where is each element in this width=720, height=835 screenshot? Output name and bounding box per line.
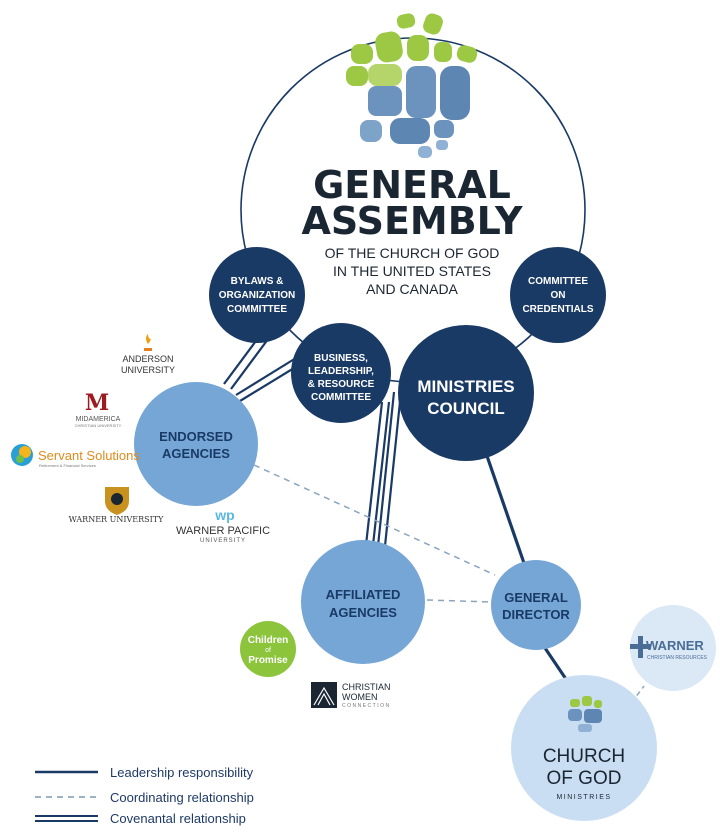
cwc-line3: CONNECTION <box>342 703 391 709</box>
servant-solutions-logo: Servant Solutions Retirement & Financial… <box>11 444 140 468</box>
assembly-subtitle-line1: OF THE CHURCH OF GOD <box>325 245 500 261</box>
bylaws-label-1: BYLAWS & <box>231 276 284 287</box>
link-endorsed-director <box>253 464 496 576</box>
ministries-label-1: MINISTRIES <box>417 377 514 396</box>
assembly-subtitle-line2: IN THE UNITED STATES <box>333 263 491 279</box>
children-line3: Promise <box>248 655 288 666</box>
cog-line3: MINISTRIES <box>556 794 611 801</box>
link-business-endorsed <box>235 357 297 396</box>
midamerica-name: MIDAMERICA <box>76 416 121 423</box>
flame-icon <box>144 334 152 351</box>
warner-resources-tagline: CHRISTIAN RESOURCES <box>647 655 708 661</box>
business-label-3: & RESOURCE <box>308 379 375 390</box>
assembly-title-line2: ASSEMBLY <box>302 199 523 243</box>
credentials-label-2: ON <box>551 290 566 301</box>
servant-tagline: Retirement & Financial Services <box>39 463 96 468</box>
cog-line1: CHURCH <box>543 746 625 767</box>
general-director-node: GENERAL DIRECTOR <box>491 560 581 650</box>
midamerica-m-icon: M <box>85 390 109 416</box>
warner-pacific-logo: wp WARNER PACIFIC UNIVERSITY <box>176 507 270 544</box>
affiliated-label-2: AGENCIES <box>329 605 397 620</box>
business-label-1: BUSINESS, <box>314 353 368 364</box>
children-line1: Children <box>248 635 289 646</box>
warner-university-name: WARNER UNIVERSITY <box>69 515 165 524</box>
bylaws-label-3: COMMITTEE <box>227 304 287 315</box>
legend-label-dashed: Coordinating relationship <box>110 790 254 805</box>
crest-icon <box>105 487 129 515</box>
anderson-line2: UNIVERSITY <box>121 365 175 375</box>
church-of-god-logo-mark <box>346 13 478 158</box>
credentials-label-3: CREDENTIALS <box>522 304 593 315</box>
legend-label-solid: Leadership responsibility <box>110 765 254 780</box>
servant-name: Servant Solutions <box>38 448 140 463</box>
cwc-line1: CHRISTIAN <box>342 682 391 692</box>
warner-christian-resources-node: WARNER CHRISTIAN RESOURCES <box>630 605 716 691</box>
endorsed-agencies-node: ENDORSED AGENCIES <box>134 382 258 506</box>
ministries-council-node: MINISTRIES COUNCIL <box>398 325 534 461</box>
business-committee-node: BUSINESS, LEADERSHIP, & RESOURCE COMMITT… <box>291 323 391 423</box>
warner-pacific-mark: wp <box>214 507 234 523</box>
cog-small-logo-mark <box>568 696 602 732</box>
warner-pacific-tagline: UNIVERSITY <box>200 538 246 544</box>
warner-university-logo: WARNER UNIVERSITY <box>69 487 165 524</box>
cwc-line2: WOMEN <box>342 692 378 702</box>
endorsed-label-2: AGENCIES <box>162 446 230 461</box>
credentials-committee-node: COMMITTEE ON CREDENTIALS <box>510 247 606 343</box>
ministries-label-2: COUNCIL <box>427 399 504 418</box>
bylaws-committee-node: BYLAWS & ORGANIZATION COMMITTEE <box>209 247 305 343</box>
link-ministries-director <box>485 455 527 567</box>
credentials-label-1: COMMITTEE <box>528 276 588 287</box>
warner-resources-name: WARNER <box>646 638 704 653</box>
director-label-2: DIRECTOR <box>502 607 570 622</box>
anderson-university-logo: ANDERSON UNIVERSITY <box>121 334 175 375</box>
servant-swirl-icon <box>11 444 33 466</box>
christian-women-connection-logo: CHRISTIAN WOMEN CONNECTION <box>311 682 391 709</box>
affiliated-agencies-node: AFFILIATED AGENCIES <box>301 540 425 664</box>
assembly-title-line1: GENERAL <box>313 163 511 207</box>
assembly-subtitle-line3: AND CANADA <box>366 281 458 297</box>
link-affiliated-director <box>426 599 493 603</box>
warner-pacific-name: WARNER PACIFIC <box>176 525 270 537</box>
legend-label-double: Covenantal relationship <box>110 811 246 826</box>
affiliated-label-1: AFFILIATED <box>326 587 401 602</box>
link-assembly-affiliated <box>376 391 396 547</box>
bylaws-label-2: ORGANIZATION <box>219 290 295 301</box>
business-label-4: COMMITTEE <box>311 392 371 403</box>
children-of-promise-logo: Children of Promise <box>240 621 296 677</box>
children-line2: of <box>265 647 271 654</box>
business-label-2: LEADERSHIP, <box>308 366 374 377</box>
midamerica-tagline: CHRISTIAN UNIVERSITY <box>75 423 122 428</box>
midamerica-logo: M MIDAMERICA CHRISTIAN UNIVERSITY <box>75 390 122 428</box>
endorsed-label-1: ENDORSED <box>159 429 233 444</box>
director-label-1: GENERAL <box>504 590 568 605</box>
church-of-god-ministries-node: CHURCH OF GOD MINISTRIES <box>511 675 657 821</box>
warner-cross-icon <box>630 636 651 658</box>
cog-line2: OF GOD <box>547 768 622 789</box>
anderson-line1: ANDERSON <box>122 354 173 364</box>
link-business-affiliated <box>364 401 384 546</box>
legend: Leadership responsibility Coordinating r… <box>35 765 254 826</box>
